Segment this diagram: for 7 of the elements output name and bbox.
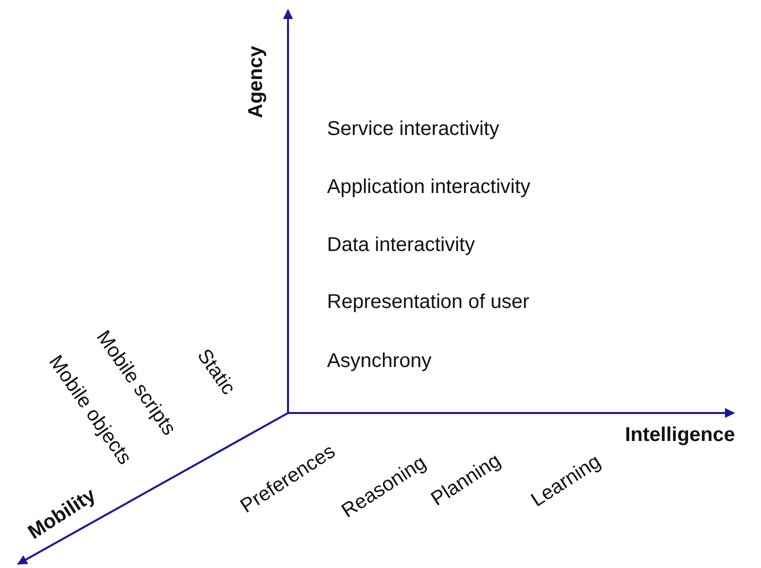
axis-item-label: Asynchrony: [327, 351, 432, 371]
axis-item-label: Application interactivity: [327, 177, 530, 197]
axis-item-label: Data interactivity: [327, 235, 475, 255]
axis-item-label: Representation of user: [327, 292, 530, 312]
axis-title: Agency: [246, 46, 266, 118]
axis-title: Intelligence: [624, 425, 736, 445]
axis-item-label: Service interactivity: [327, 119, 500, 139]
